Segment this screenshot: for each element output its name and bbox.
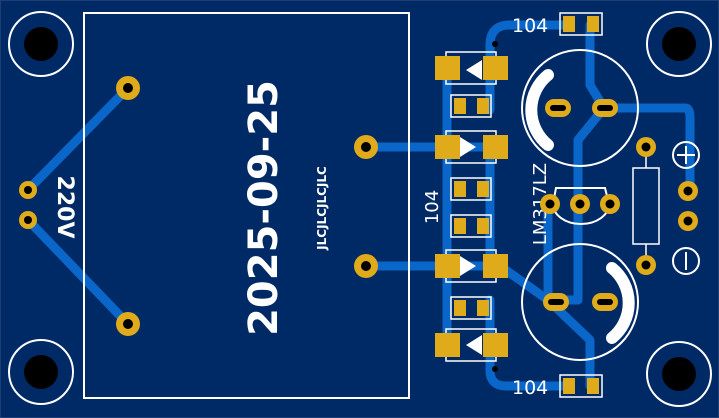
cap-top-label: 104 (512, 15, 548, 37)
pad-res-2 (636, 255, 656, 275)
copper-traces (23, 20, 695, 391)
pad-ecap-bot-pos (592, 293, 618, 311)
transformer-outline (83, 12, 410, 399)
pad-reg-3 (600, 194, 620, 214)
date-label: 2025-09-25 (241, 80, 287, 336)
copper-pads (19, 16, 698, 394)
smd-cap-bottom-outline (559, 374, 603, 398)
electrolytic-cap-bottom (521, 243, 639, 361)
cap-bottom-label: 104 (512, 377, 548, 399)
plus-symbol (672, 141, 700, 169)
pad-ac-1 (19, 181, 37, 199)
mount-hole-bottom-left (8, 339, 74, 405)
pad-transformer-s2 (354, 254, 378, 278)
pad-ecap-top-pos (592, 99, 618, 117)
pad-ecap-bot-neg (543, 293, 569, 311)
pad-res-1 (636, 137, 656, 157)
pad-transformer-p1 (116, 76, 140, 100)
pad-reg-1 (540, 194, 560, 214)
pad-ac-2 (19, 211, 37, 229)
smd-cap-3-outline (450, 214, 492, 238)
jlc-order-marker: JLCJLCJLCJLC (315, 166, 329, 251)
pad-reg-2 (570, 194, 590, 214)
smd-cap-2-outline (450, 177, 492, 201)
pad-transformer-s1 (354, 135, 378, 159)
ac-input-label: 220V (52, 176, 77, 239)
cap-middle-label: 104 (422, 190, 443, 224)
minus-symbol (672, 247, 700, 275)
smd-cap-4-outline (450, 296, 492, 320)
pad-out-minus (678, 211, 698, 231)
mount-hole-bottom-right (646, 341, 712, 407)
smd-cap-1-outline (450, 94, 492, 118)
pad-ecap-top-neg (545, 99, 571, 117)
pad-out-plus (678, 181, 698, 201)
smd-cap-top-outline (559, 12, 603, 36)
mount-hole-top-left (8, 11, 74, 77)
electrolytic-cap-top (521, 49, 639, 167)
mount-hole-top-right (646, 11, 712, 77)
pad-transformer-p2 (116, 312, 140, 336)
silkscreen: 2025-09-25 JLCJLCJLCJLC 220V 104 LM317LZ… (8, 11, 712, 407)
